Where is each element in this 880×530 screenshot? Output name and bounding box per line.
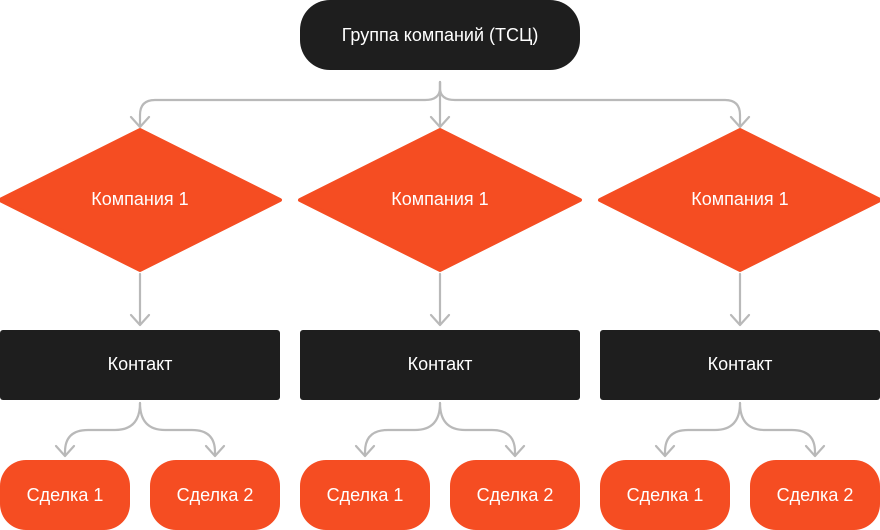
branch-1: Компания 1 Контакт Сделка 1 Сделка 2 [0, 128, 282, 530]
branch-3: Компания 1 Контакт Сделка 1 Сделка 2 [598, 128, 880, 530]
deal-node-2-1-label: Сделка 1 [327, 485, 404, 505]
arrowhead-deal-3-2 [804, 444, 826, 458]
arrowhead-deal-3-1 [654, 444, 676, 458]
company-node-3 [598, 128, 880, 272]
contact-node-3 [600, 330, 880, 400]
arrowhead-contact-1 [129, 313, 151, 327]
contact-node-2-label: Контакт [408, 354, 473, 374]
arrowhead-company-3 [729, 115, 751, 129]
contact-node-3-label: Контакт [708, 354, 773, 374]
branch-2: Компания 1 Контакт Сделка 1 Сделка 2 [298, 128, 582, 530]
connector-root-to-company-3 [438, 80, 742, 128]
company-node-1-label: Компания 1 [91, 189, 188, 209]
arrowhead-deal-1-2 [204, 444, 226, 458]
deal-node-2-2-label: Сделка 2 [477, 485, 554, 505]
deal-node-1-2 [150, 460, 280, 530]
arrowhead-contact-3 [729, 313, 751, 327]
deal-node-2-1 [300, 460, 430, 530]
deal-node-3-1-label: Сделка 1 [627, 485, 704, 505]
connector-contact-3-to-deal-1 [663, 401, 742, 457]
root-node-label: Группа компаний (ТСЦ) [342, 25, 539, 45]
arrowhead-deal-1-1 [54, 444, 76, 458]
connector-contact-2-to-deal-2 [438, 401, 517, 457]
connectors [54, 80, 826, 458]
arrowhead-contact-2 [429, 313, 451, 327]
connector-contact-2-to-deal-1 [363, 401, 442, 457]
root-node: Группа компаний (ТСЦ) [300, 0, 580, 70]
connector-root-to-company-1 [138, 80, 442, 128]
contact-node-1 [0, 330, 280, 400]
connector-contact-3-to-deal-2 [738, 401, 817, 457]
connector-contact-1-to-deal-1 [63, 401, 142, 457]
deal-node-3-1 [600, 460, 730, 530]
arrowhead-company-1 [129, 115, 151, 129]
arrowhead-deal-2-2 [504, 444, 526, 458]
company-node-2-label: Компания 1 [391, 189, 488, 209]
connector-contact-1-to-deal-2 [138, 401, 217, 457]
deal-node-1-1 [0, 460, 130, 530]
deal-node-1-2-label: Сделка 2 [177, 485, 254, 505]
company-node-1 [0, 128, 282, 272]
root-node-shape [300, 0, 580, 70]
arrowhead-deal-2-1 [354, 444, 376, 458]
arrowhead-company-2 [429, 115, 451, 129]
deal-node-3-2 [750, 460, 880, 530]
company-node-3-label: Компания 1 [691, 189, 788, 209]
deal-node-2-2 [450, 460, 580, 530]
contact-node-1-label: Контакт [108, 354, 173, 374]
deal-node-3-2-label: Сделка 2 [777, 485, 854, 505]
company-node-2 [298, 128, 582, 272]
contact-node-2 [300, 330, 580, 400]
deal-node-1-1-label: Сделка 1 [27, 485, 104, 505]
